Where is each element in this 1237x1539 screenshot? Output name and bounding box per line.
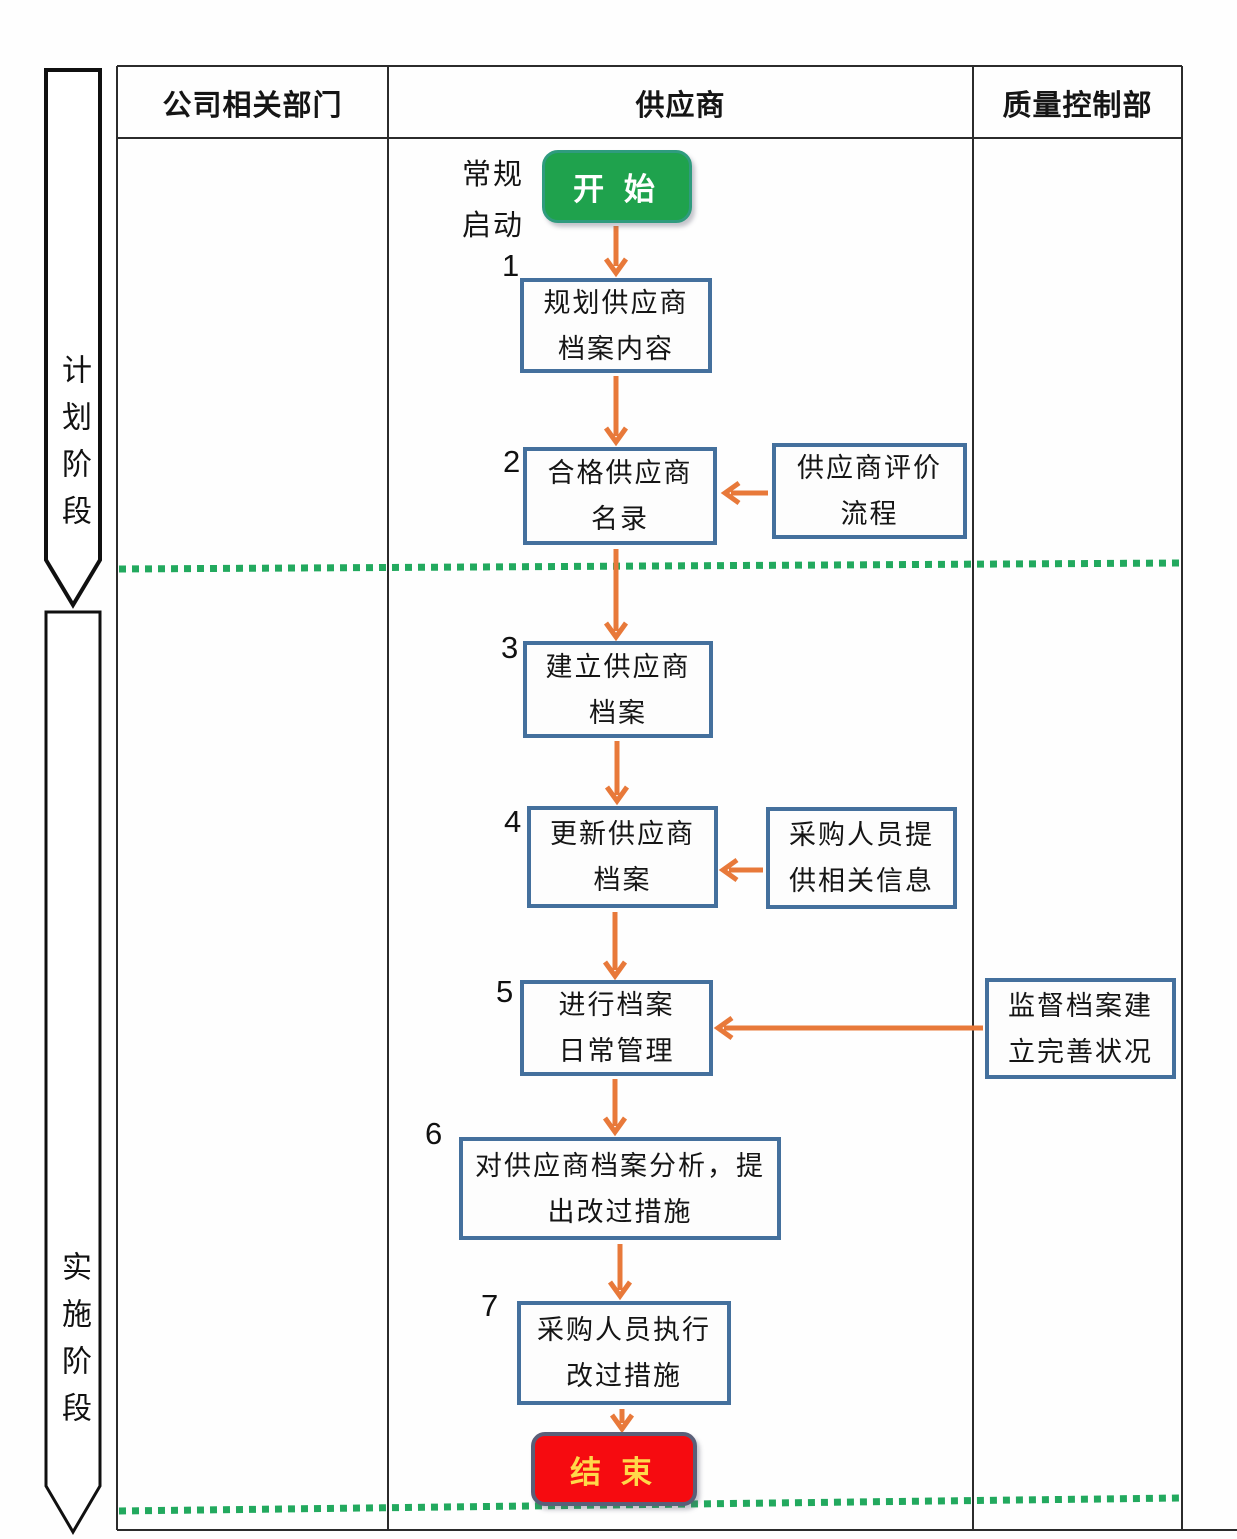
side-box-supervise-archive-status: 监督档案建 立完善状况	[985, 978, 1176, 1079]
step-number-1: 1	[502, 248, 520, 283]
regular-start-label: 常规 启动	[456, 150, 530, 252]
process-box-analyze-archive: 对供应商档案分析，提 出改过措施	[459, 1137, 781, 1240]
process-box-qualified-supplier-list: 合格供应商 名录	[523, 447, 717, 545]
step-number-4: 4	[504, 804, 522, 839]
lane-title-company-departments: 公司相关部门	[162, 90, 343, 122]
lane-title-quality-control: 质量控制部	[1002, 90, 1153, 122]
side-note-text: 供应商评价	[797, 453, 942, 483]
side-box-purchaser-provides-info: 采购人员提 供相关信息	[766, 807, 957, 909]
side-note-text: 立完善状况	[1008, 1036, 1153, 1067]
step-number-2: 2	[503, 444, 521, 479]
process-text: 出改过措施	[547, 1196, 693, 1227]
start-terminal: 开 始	[542, 150, 692, 223]
side-box-supplier-evaluation-process: 供应商评价 流程	[772, 443, 967, 539]
process-text: 档案	[589, 697, 647, 728]
process-box-daily-management: 进行档案 日常管理	[520, 980, 713, 1076]
process-text: 采购人员执行	[537, 1315, 711, 1345]
regular-start-line1: 常规	[461, 159, 524, 191]
step-number-7: 7	[481, 1288, 499, 1323]
phase-banner-plan	[44, 68, 102, 609]
process-text: 规划供应商	[543, 287, 689, 318]
process-box-update-archive: 更新供应商 档案	[527, 806, 718, 908]
phase-divider-bottom	[118, 1494, 1182, 1515]
side-note-text: 流程	[840, 499, 899, 529]
process-text: 建立供应商	[545, 651, 691, 682]
phase-divider-top	[118, 559, 1182, 573]
side-note-text: 监督档案建	[1008, 990, 1153, 1021]
regular-start-line2: 启动	[461, 210, 524, 242]
end-terminal: 结 束	[531, 1432, 697, 1506]
step-number-6: 6	[425, 1116, 443, 1151]
process-box-establish-archive: 建立供应商 档案	[523, 641, 713, 738]
process-text: 对供应商档案分析，提	[475, 1150, 765, 1181]
phase-banner-implement	[44, 610, 102, 1535]
process-text: 档案	[593, 865, 652, 895]
process-text: 名录	[591, 504, 649, 534]
process-box-execute-measures: 采购人员执行 改过措施	[517, 1301, 731, 1405]
process-text: 改过措施	[566, 1361, 682, 1391]
process-box-plan-archive-content: 规划供应商 档案内容	[520, 278, 712, 373]
step-number-3: 3	[501, 630, 519, 665]
process-text: 合格供应商	[547, 458, 693, 488]
phase-label-implementation: 实施阶段	[57, 1250, 90, 1439]
process-text: 日常管理	[558, 1036, 675, 1066]
step-number-5: 5	[496, 974, 514, 1009]
process-text: 档案内容	[558, 333, 674, 364]
side-note-text: 采购人员提	[789, 820, 934, 850]
side-note-text: 供相关信息	[789, 866, 934, 896]
phase-label-planning: 计划阶段	[57, 354, 90, 542]
process-text: 更新供应商	[550, 819, 695, 849]
process-text: 进行档案	[558, 990, 675, 1020]
lane-title-supplier: 供应商	[635, 90, 726, 122]
